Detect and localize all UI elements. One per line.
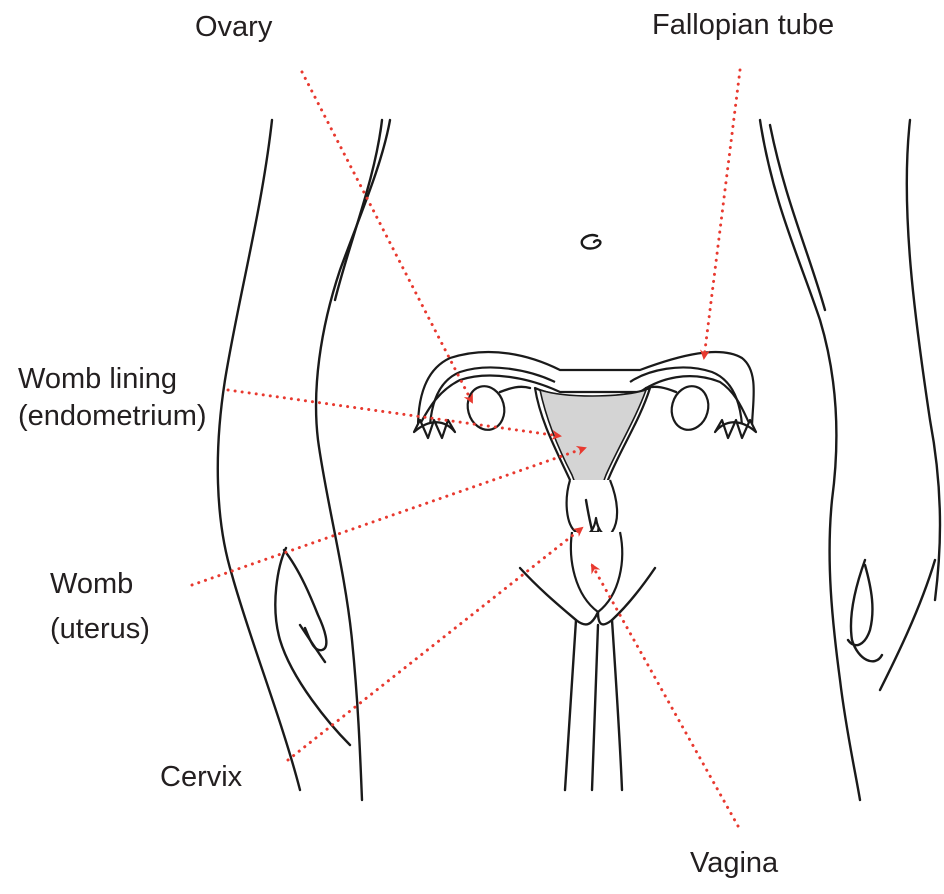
cervix-leader	[288, 528, 582, 760]
womb-lining-label: Womb lining	[18, 362, 177, 396]
left-ovarian-ligament	[500, 387, 530, 392]
reproductive-organs	[414, 352, 756, 612]
right-fimbriae	[715, 420, 756, 438]
womb-lining-leader	[228, 390, 560, 436]
leg-center-line	[592, 625, 598, 790]
right-ovary	[667, 382, 713, 434]
ovary-label: Ovary	[195, 10, 272, 44]
right-body-outline	[760, 120, 940, 800]
left-inner-torso-line	[316, 120, 390, 800]
left-finger-line	[300, 625, 325, 662]
vagina-leader	[592, 565, 738, 826]
left-inner-leg	[565, 620, 576, 790]
right-inner-torso-line-2	[770, 125, 825, 310]
left-outer-torso-line	[218, 120, 300, 790]
womb-leader	[192, 448, 585, 585]
ovary-leader	[302, 72, 472, 402]
right-hand-edge	[880, 560, 935, 690]
right-outer-torso-line	[907, 120, 940, 600]
navel	[582, 235, 601, 248]
left-fimbriae	[414, 420, 455, 438]
left-thumb	[284, 550, 326, 650]
fallopian-tube-label: Fallopian tube	[652, 8, 834, 42]
endometrium-label: (endometrium)	[18, 399, 207, 433]
womb-label: Womb	[50, 567, 133, 601]
vagina-label: Vagina	[690, 846, 778, 880]
left-ovary	[463, 382, 509, 434]
right-inner-leg	[612, 620, 622, 790]
left-body-outline	[218, 120, 390, 800]
cervix-label: Cervix	[160, 760, 242, 794]
leader-lines	[192, 70, 740, 826]
right-inner-torso-line	[760, 120, 860, 800]
fallopian-tube-leader	[704, 70, 740, 358]
uterus-label: (uterus)	[50, 612, 150, 646]
